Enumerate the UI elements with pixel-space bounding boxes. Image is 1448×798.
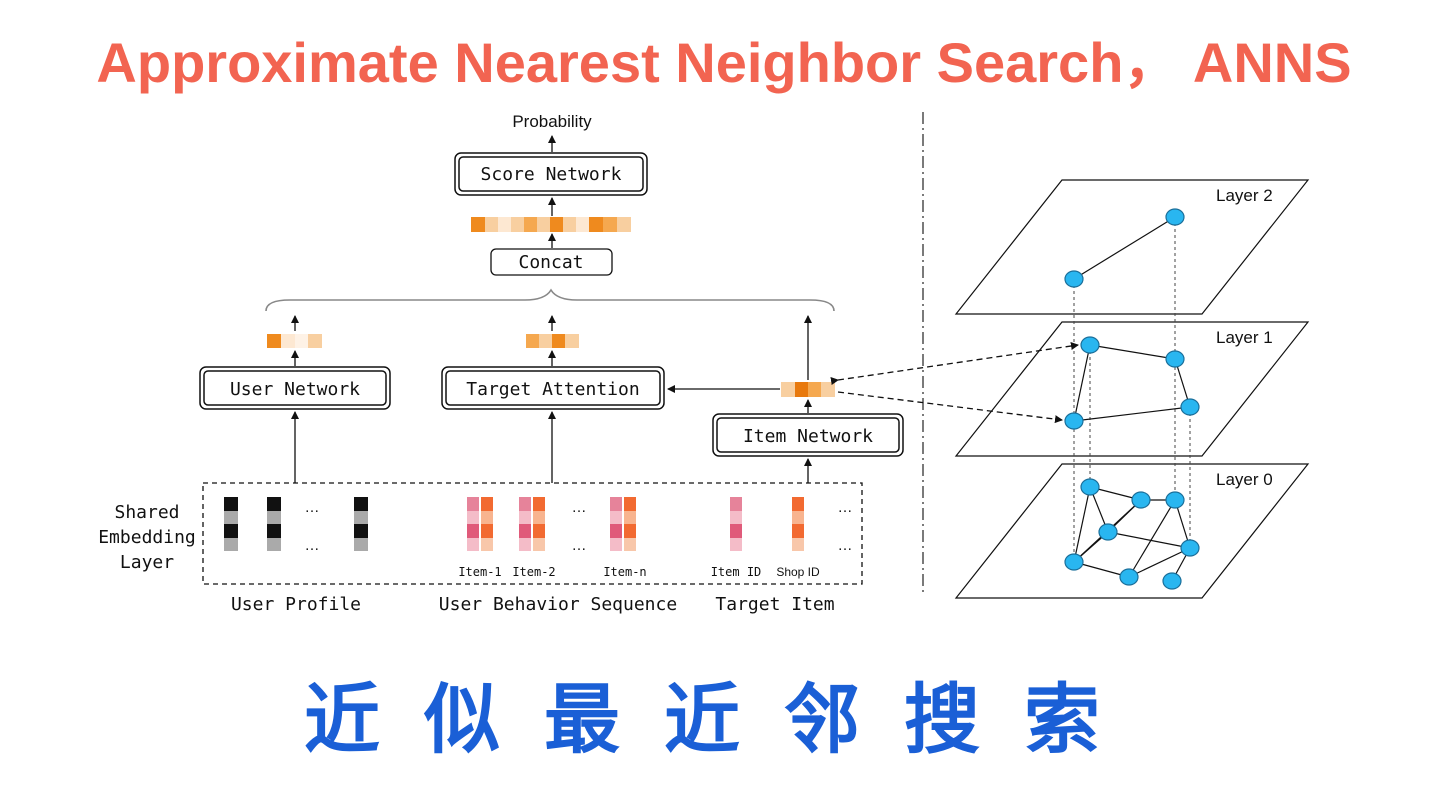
item-network-label: Item Network — [743, 426, 873, 447]
slide-title: Approximate Nearest Neighbor Search， ANN… — [96, 31, 1352, 94]
node-l0-b — [1131, 491, 1151, 509]
score-network-label: Score Network — [481, 164, 622, 185]
node-l0-f — [1064, 553, 1084, 571]
concat-box: Concat — [490, 248, 613, 276]
retrieval-arrows — [830, 342, 1079, 424]
concat-brace — [265, 288, 835, 312]
layer-2-edge — [1073, 216, 1176, 280]
graph-nodes — [1064, 208, 1200, 590]
item-network-box: Item Network — [712, 413, 904, 457]
item-n-label: Item-n — [603, 565, 646, 579]
ellipsis-profile-bottom: … — [305, 537, 320, 554]
node-l0-e — [1180, 539, 1200, 557]
ellipsis-target-top: … — [838, 499, 853, 516]
user-behavior-sequence-label: User Behavior Sequence — [439, 594, 677, 615]
target-attention-label: Target Attention — [466, 379, 639, 400]
user-profile-label: User Profile — [231, 594, 361, 615]
node-l2-b — [1165, 208, 1185, 226]
layer-2-plane — [954, 179, 1310, 315]
ellipsis-behavior-top: … — [572, 499, 587, 516]
layer-1-label: Layer 1 — [1216, 328, 1273, 347]
node-l1-a — [1080, 336, 1100, 354]
shared-embedding-line2: Embedding — [98, 527, 196, 548]
target-attention-box: Target Attention — [441, 366, 665, 410]
target-item-embeddings — [730, 497, 804, 551]
node-l1-b — [1165, 350, 1185, 368]
node-l1-c — [1064, 412, 1084, 430]
node-l0-h — [1162, 572, 1182, 590]
item-2-label: Item-2 — [512, 565, 555, 579]
item-id-label: Item ID — [711, 565, 762, 579]
slide-subtitle-chinese: 近似最近邻搜索 — [304, 675, 1144, 764]
layer-0-label: Layer 0 — [1216, 470, 1273, 489]
user-network-label: User Network — [230, 379, 360, 400]
probability-label: Probability — [512, 112, 592, 131]
behavior-embeddings — [467, 497, 636, 551]
item-embedding-vector — [781, 382, 835, 397]
ellipsis-target-bottom: … — [838, 537, 853, 554]
layer-0-plane — [954, 463, 1310, 599]
user-profile-embeddings — [224, 497, 368, 551]
shared-embedding-line3: Layer — [120, 552, 174, 573]
concat-embedding-vector — [471, 217, 631, 232]
user-embedding-vector — [267, 334, 322, 348]
user-network-box: User Network — [199, 366, 391, 410]
node-l1-d — [1180, 398, 1200, 416]
node-l0-d — [1098, 523, 1118, 541]
shop-id-label: Shop ID — [776, 565, 820, 579]
node-l0-c — [1165, 491, 1185, 509]
shared-embedding-line1: Shared — [114, 502, 179, 523]
attention-embedding-vector — [526, 334, 579, 348]
node-l2-a — [1064, 270, 1084, 288]
node-l0-g — [1119, 568, 1139, 586]
concat-label: Concat — [518, 252, 583, 273]
inter-layer-connectors — [1073, 217, 1191, 562]
ellipsis-behavior-bottom: … — [572, 537, 587, 554]
score-network-box: Score Network — [454, 152, 648, 196]
layer-2-label: Layer 2 — [1216, 186, 1273, 205]
shared-embedding-frame — [202, 482, 863, 585]
target-item-label: Target Item — [715, 594, 834, 615]
hnsw-graph: Layer 2 Layer 1 Layer 0 — [954, 179, 1310, 599]
node-l0-a — [1080, 478, 1100, 496]
ellipsis-profile-top: … — [305, 499, 320, 516]
item-1-label: Item-1 — [458, 565, 501, 579]
